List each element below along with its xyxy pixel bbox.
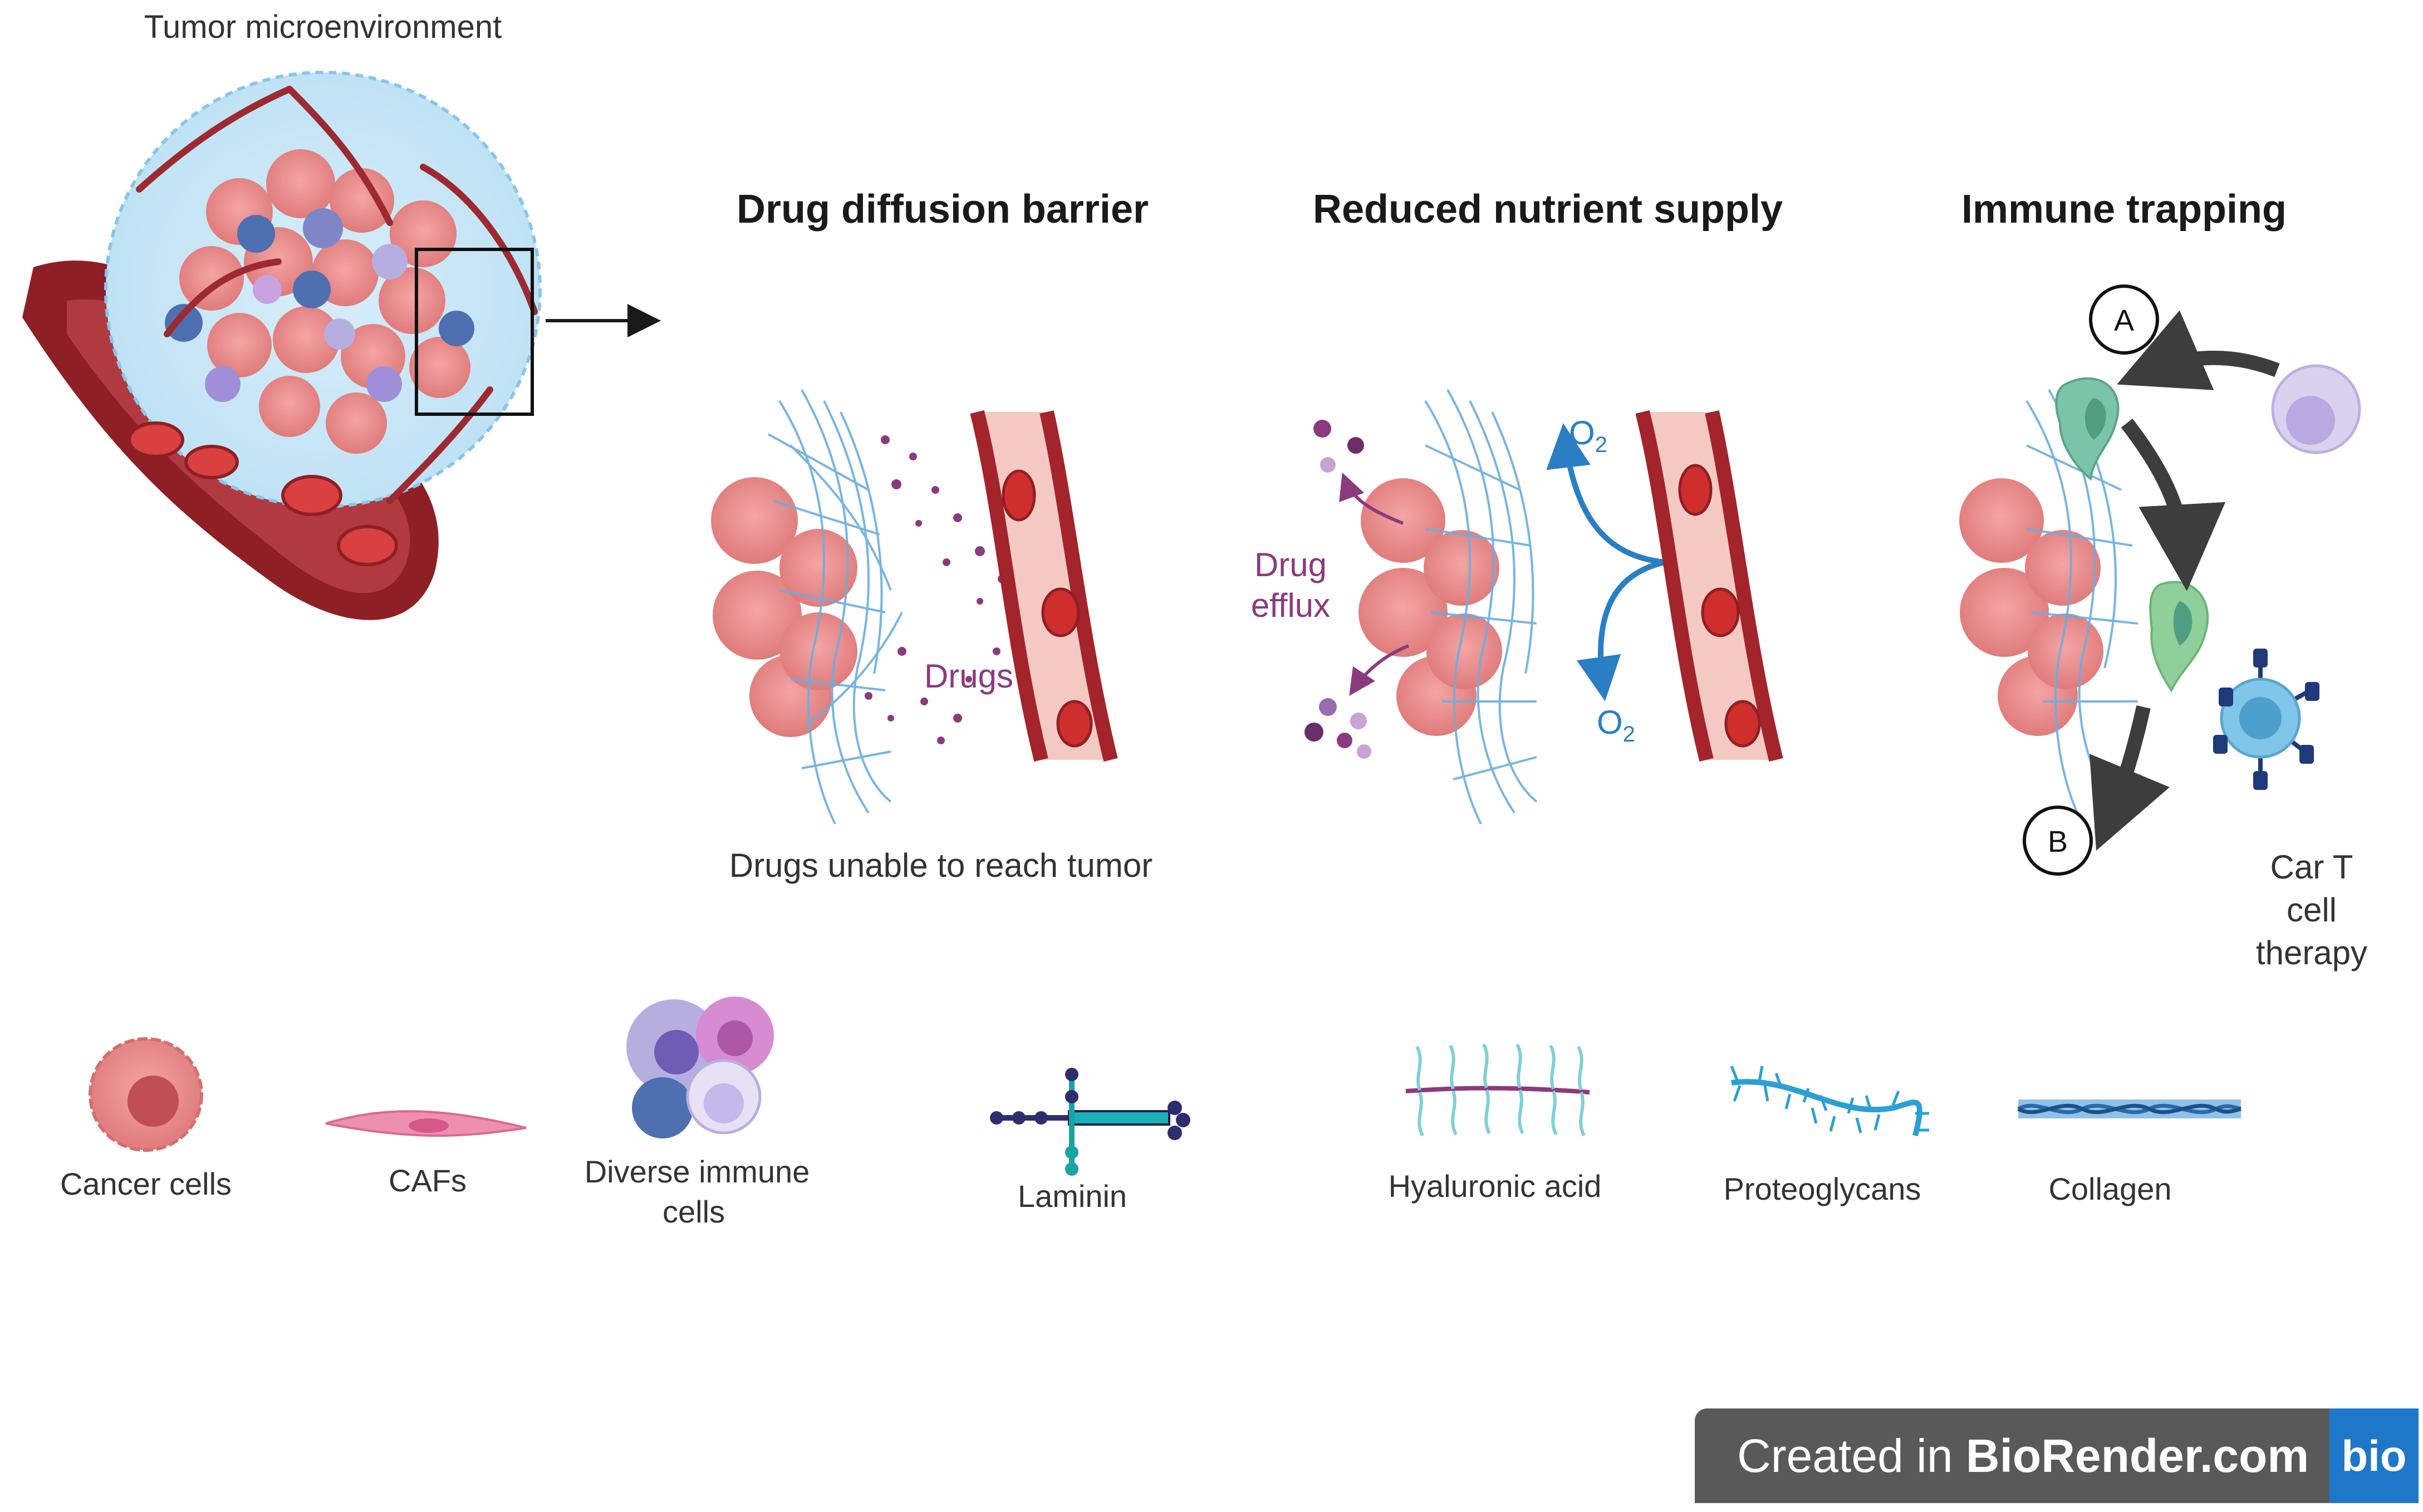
- tumor-cell-cluster: [165, 149, 474, 454]
- marker-a: [2089, 284, 2159, 355]
- drugs-label: Drugs: [924, 657, 1013, 695]
- marker-b: [2023, 806, 2093, 876]
- watermark-text: Created in BioRender.com: [1737, 1429, 2309, 1483]
- drug-diffusion-illustration: [711, 389, 1118, 824]
- legend-cafs-label: CAFs: [389, 1163, 467, 1198]
- overview-title: Tumor microenvironment: [144, 9, 502, 45]
- legend-proteoglycans-icon: [1730, 1066, 1929, 1137]
- cart-label-line3: therapy: [2256, 934, 2367, 971]
- nutrient-illustration: [1304, 389, 1783, 824]
- tumor-overview-illustration: [22, 71, 661, 620]
- immune-heading: Immune trapping: [1961, 187, 2287, 232]
- car-t-cell: [2213, 649, 2319, 790]
- biorender-watermark: Created in BioRender.com bio: [1695, 1408, 2419, 1503]
- cart-label-line2: cell: [2287, 891, 2337, 929]
- watermark-brand: BioRender.com: [1965, 1429, 2309, 1482]
- legend-collagen-icon: [2017, 1099, 2241, 1118]
- legend-laminin-label: Laminin: [1018, 1179, 1127, 1214]
- efflux-label-line1: Drug: [1254, 546, 1327, 583]
- legend-hyaluronic-label: Hyaluronic acid: [1389, 1169, 1602, 1204]
- efflux-particles: [1304, 420, 1371, 759]
- o2-top-label: O2: [1569, 414, 1607, 457]
- diffusion-heading: Drug diffusion barrier: [737, 187, 1149, 232]
- legend-immune-label-line1: Diverse immune: [585, 1154, 810, 1189]
- legend: Cancer cells CAFs Diverse immune cells: [60, 996, 2241, 1229]
- o2-bottom-label: O2: [1597, 704, 1635, 747]
- diffusion-caption: Drugs unable to reach tumor: [729, 847, 1152, 884]
- legend-immune-icon: [626, 996, 774, 1138]
- legend-proteoglycans-label: Proteoglycans: [1724, 1171, 1921, 1206]
- nutrient-heading: Reduced nutrient supply: [1313, 187, 1783, 232]
- biorender-logo-icon: bio: [2329, 1408, 2419, 1503]
- legend-laminin-icon: [990, 1068, 1190, 1176]
- efflux-label-line2: efflux: [1251, 587, 1330, 624]
- cart-label-line1: Car T: [2270, 848, 2353, 886]
- immune-illustration: [1959, 284, 2361, 876]
- legend-hyaluronic-icon: [1405, 1043, 1590, 1137]
- legend-immune-label-line2: cells: [663, 1194, 725, 1229]
- zoom-box: [415, 248, 534, 416]
- watermark-prefix: Created in: [1737, 1429, 1966, 1482]
- cancer-cells-group: [711, 477, 857, 737]
- marker-b-label: B: [2048, 825, 2068, 858]
- ecm-fibers: [768, 389, 903, 824]
- marker-a-label: A: [2114, 304, 2134, 337]
- legend-cancer-icon: [89, 1037, 203, 1152]
- blood-vessel: [970, 410, 1118, 762]
- legend-cancer-label: Cancer cells: [60, 1166, 232, 1201]
- legend-collagen-label: Collagen: [2048, 1171, 2171, 1206]
